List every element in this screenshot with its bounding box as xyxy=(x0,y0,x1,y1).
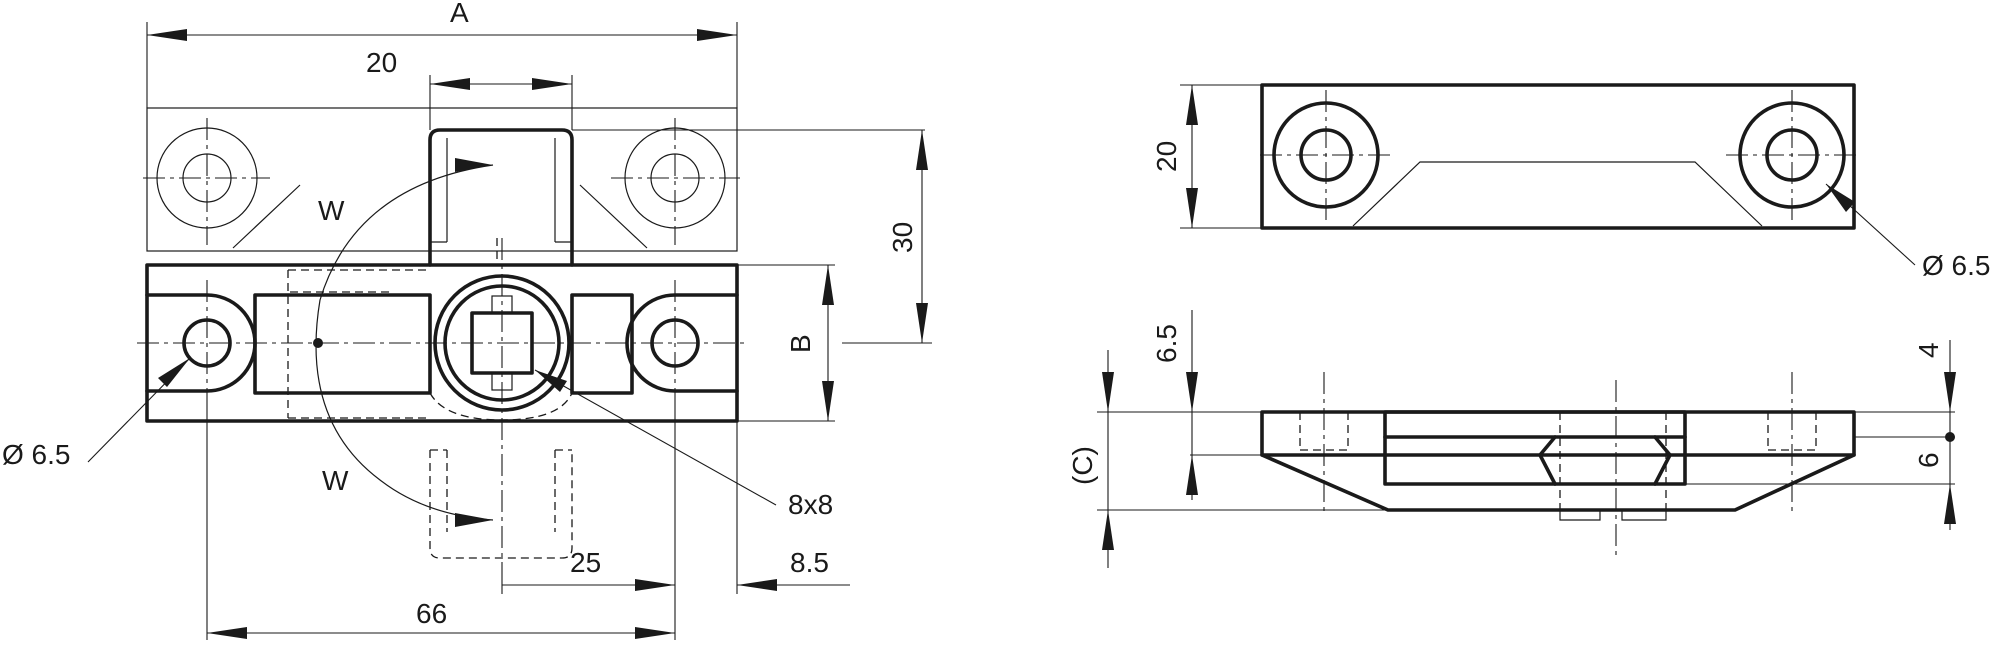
dim-30-lines xyxy=(572,129,932,344)
swing-arc xyxy=(315,164,494,521)
dim-6-5-arrow-bottom xyxy=(1186,455,1198,495)
label-dim-6: 6 xyxy=(1913,452,1944,468)
hidden-tongue-open xyxy=(429,449,573,559)
dim-4-6-dot xyxy=(1945,432,1955,442)
swing-arrow-bottom xyxy=(455,513,493,527)
dim-4-arrow-top xyxy=(1944,372,1956,412)
dim-8-5-arrow xyxy=(737,579,777,591)
dim-B-arrow-bottom xyxy=(822,381,834,421)
strike-top-outline xyxy=(1260,83,1856,230)
side-outline xyxy=(1260,410,1856,512)
latch-side-view: 6.5 (C) 4 6 xyxy=(1067,310,1956,568)
dim-66-lines xyxy=(206,406,676,640)
strike-top-chamfer xyxy=(1352,161,1763,227)
label-dim-A: A xyxy=(450,0,469,28)
label-dim-8-5: 8.5 xyxy=(790,547,829,578)
label-swing-upper: W xyxy=(318,195,345,226)
leader-square-drive xyxy=(534,369,777,506)
body-lobe-right xyxy=(625,293,739,393)
side-centerlines xyxy=(1323,372,1793,560)
strike-plate-chamfers xyxy=(232,184,648,249)
label-swing-lower: W xyxy=(322,465,349,496)
dim-A-arrow-right xyxy=(697,29,737,41)
dim-C-lines xyxy=(1097,350,1388,568)
body-centerlines xyxy=(137,238,745,565)
dim-A-arrow-left xyxy=(147,29,187,41)
front-view: W W A 20 30 B 66 25 8.5 xyxy=(2,0,932,640)
side-cam xyxy=(1538,435,1672,486)
label-dim-B: B xyxy=(785,334,816,353)
dim-25-arrow xyxy=(635,579,675,591)
latch-tongue xyxy=(428,128,574,267)
swing-pivot xyxy=(313,338,323,348)
label-dim-25: 25 xyxy=(570,547,601,578)
strike-plate-outline xyxy=(146,107,738,252)
leader-hole-left-arrow xyxy=(158,358,190,387)
label-dim-C: (C) xyxy=(1067,446,1098,485)
hidden-cam-path xyxy=(429,392,573,421)
label-dim-30: 30 xyxy=(887,222,918,253)
dim-20-side-arrow-bottom xyxy=(1186,188,1198,228)
body-slot-right xyxy=(570,293,634,395)
side-slider xyxy=(1383,410,1687,486)
label-dim-20-side: 20 xyxy=(1151,141,1182,172)
dim-20-top-arrow-left xyxy=(430,78,470,90)
hidden-slider xyxy=(287,269,430,419)
body-slot-left xyxy=(253,293,432,395)
dim-6-5-arrow-top xyxy=(1186,372,1198,412)
strike-top-centerlines xyxy=(1260,90,1858,222)
strike-top-view: 20 Ø 6.5 xyxy=(1151,83,1990,281)
dim-B-arrow-top xyxy=(822,265,834,305)
dim-20-top-arrow-right xyxy=(532,78,572,90)
latch-tongue-inner xyxy=(430,138,572,243)
label-hole-right: Ø 6.5 xyxy=(1922,250,1990,281)
leader-square-drive-arrow xyxy=(535,370,567,392)
strike-hole-centerlines xyxy=(143,118,740,245)
label-hole-left: Ø 6.5 xyxy=(2,439,70,470)
dim-20-side-arrow-top xyxy=(1186,85,1198,125)
side-hidden xyxy=(1299,412,1817,510)
dim-4-6-lines xyxy=(1685,340,1955,530)
label-dim-4: 4 xyxy=(1913,342,1944,358)
leader-hole-right-arrow xyxy=(1826,184,1855,212)
label-dim-6-5: 6.5 xyxy=(1151,324,1182,363)
dim-6-arrow-bottom xyxy=(1944,484,1956,524)
dim-C-arrow-bottom xyxy=(1102,510,1114,550)
dim-30-arrow-bottom xyxy=(916,303,928,343)
dim-6-5-lines xyxy=(1190,310,1262,500)
dim-66-arrow-right xyxy=(635,627,675,639)
dim-66-arrow-left xyxy=(207,627,247,639)
label-dim-66: 66 xyxy=(416,598,447,629)
label-square-drive: 8x8 xyxy=(788,489,833,520)
swing-arrow-top xyxy=(455,158,493,172)
label-dim-20-top: 20 xyxy=(366,47,397,78)
dim-30-arrow-top xyxy=(916,130,928,170)
dim-C-arrow-top xyxy=(1102,372,1114,412)
dim-A-lines xyxy=(146,22,738,108)
side-feet xyxy=(1559,510,1667,521)
